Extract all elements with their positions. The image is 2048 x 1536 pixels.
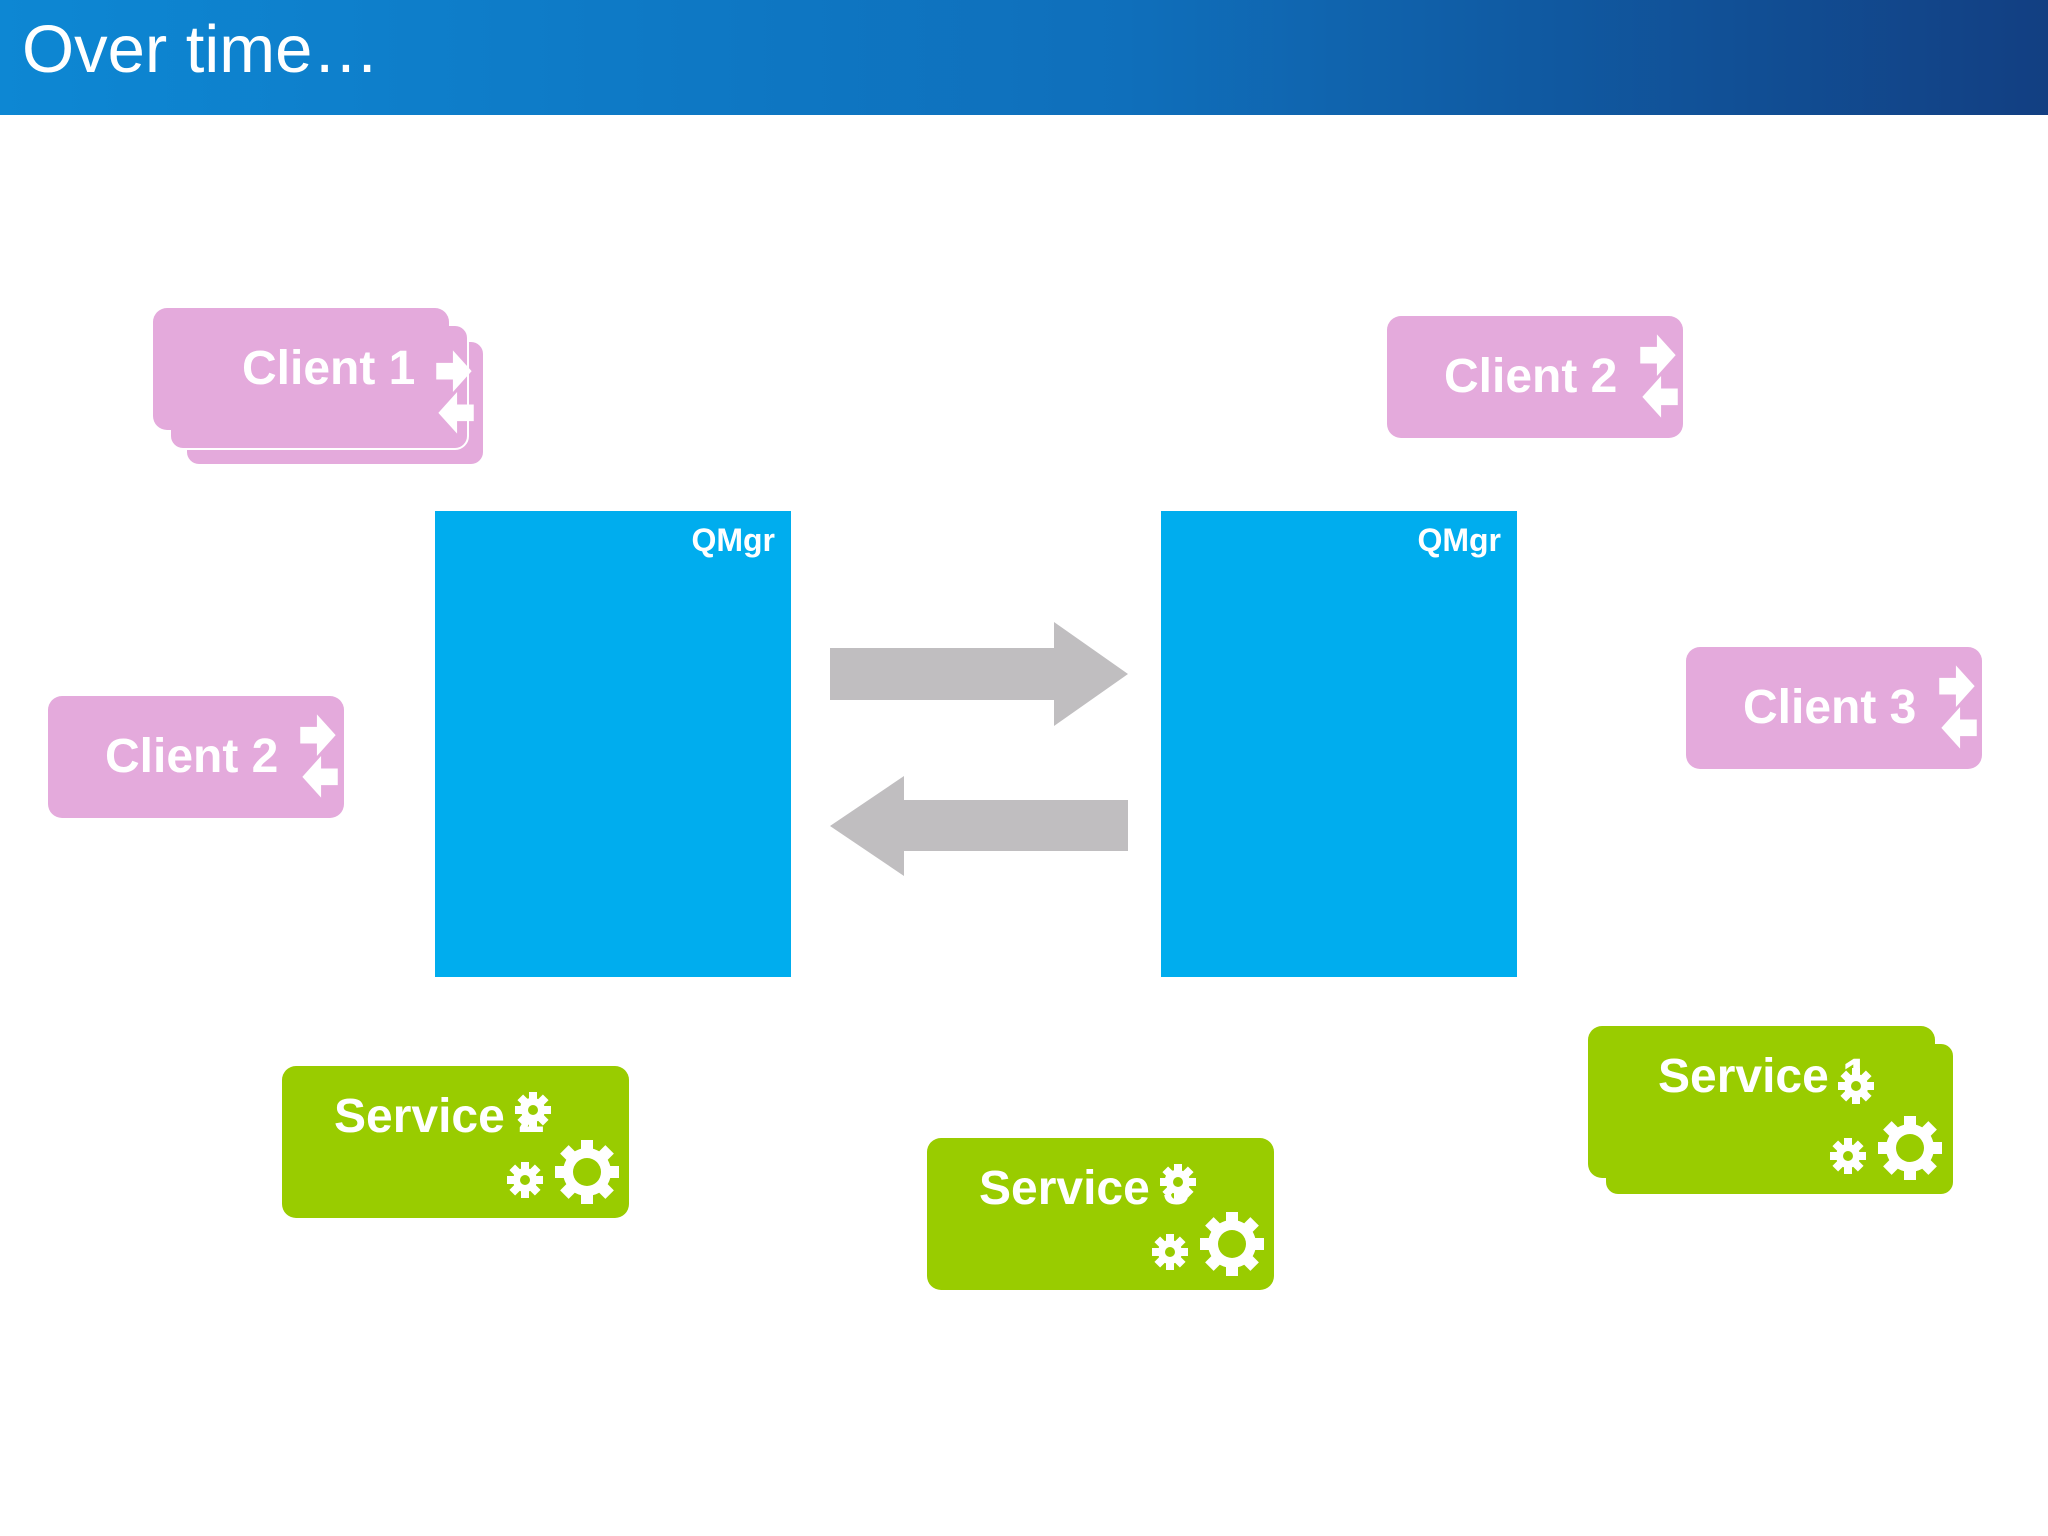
client-2-card: Client 2	[48, 696, 344, 818]
client-3-card: Client 3	[1686, 647, 1982, 769]
arrow-left-icon	[830, 776, 1128, 876]
client-label: Client 2	[105, 730, 279, 783]
service-label: Service 1	[1658, 1050, 1869, 1103]
client-label: Client 3	[1743, 681, 1917, 734]
queue-manager-label: QMgr	[691, 522, 775, 558]
exchange-arrows-icon	[1640, 334, 1678, 418]
client-label: Client 1	[242, 342, 416, 395]
queue-manager-right: QMgr	[1161, 511, 1517, 977]
queue-manager-label: QMgr	[1417, 522, 1501, 558]
client-2-card: Client 2	[1387, 316, 1683, 438]
gears-icon	[1826, 1064, 1950, 1188]
gears-icon	[1148, 1160, 1272, 1284]
service-label: Service 3	[979, 1162, 1190, 1215]
title-bar: Over time…	[0, 0, 2048, 115]
exchange-arrows-icon	[1939, 665, 1977, 749]
service-label: Service 2	[334, 1090, 545, 1143]
arrow-right-icon	[830, 622, 1128, 726]
exchange-arrows-icon	[300, 714, 338, 798]
client-1-card: Client 1	[153, 308, 449, 430]
gears-icon	[503, 1088, 627, 1212]
exchange-arrows-icon	[436, 350, 474, 434]
service-1-card: Service 1	[1588, 1026, 1935, 1178]
queue-manager-left: QMgr	[435, 511, 791, 977]
client-label: Client 2	[1444, 350, 1618, 403]
slide-title: Over time…	[22, 12, 380, 87]
